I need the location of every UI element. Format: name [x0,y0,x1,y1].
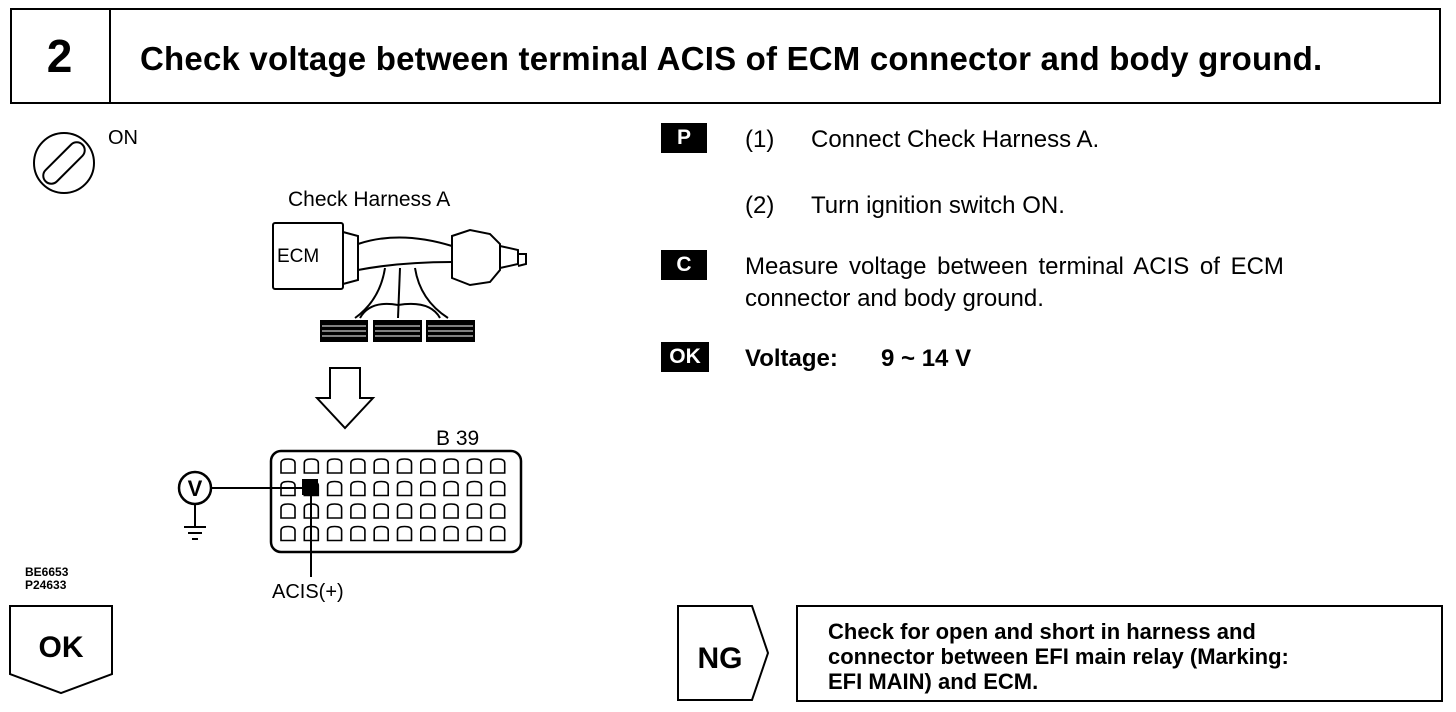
connector-pin [396,503,413,519]
connector-pin [373,525,389,542]
figure-code-1: BE6653 [25,565,69,579]
connector-pin [420,458,436,474]
acis-terminal [302,479,318,495]
connector-pin [350,503,366,519]
connector-pin [420,525,436,542]
step-2-text: Turn ignition switch ON. [811,192,1065,219]
connector-pin [280,503,296,519]
connector-pin [489,525,506,542]
connector-pin [396,525,413,542]
prep-tag: P [661,123,707,153]
connector-pin [466,480,483,497]
connector-pin [420,480,436,497]
harness-connectors [320,320,475,342]
ignition-on-label: ON [108,127,138,149]
down-arrow-icon [314,367,376,430]
ng-action-line-1: Check for open and short in harness and [828,619,1256,644]
voltmeter-icon: V [177,470,306,526]
connector-pins [280,458,506,542]
step-2-num: (2) [745,192,775,219]
check-tag: C [661,250,707,280]
ng-action-line-3: EFI MAIN) and ECM. [828,669,1039,694]
wiring-diagram: ON Check Harness A ECM B 39 V [33,127,527,603]
check-line-1: Measure voltage between terminal ACIS of… [745,253,1284,280]
connector-pin [443,525,459,542]
connector-pin [443,503,459,519]
ng-action-line-2: connector between EFI main relay (Markin… [828,644,1289,669]
connector-pin [420,503,436,519]
connector-pin [373,480,389,497]
terminal-label: ACIS(+) [272,581,344,603]
connector-pin [466,525,483,542]
connector-pin [443,480,459,497]
connector-pin [373,503,389,519]
connector-pin [396,458,413,474]
figure-code-2: P24633 [25,578,67,592]
ecm-connector-b39 [269,449,523,554]
step-1-text: Connect Check Harness A. [811,126,1100,153]
ng-action-box: Check for open and short in harness and … [796,605,1443,702]
check-line-2: connector and body ground. [745,285,1044,312]
harness-label: Check Harness A [288,188,450,211]
ok-result-box: OK [9,605,113,695]
connector-pin [303,458,320,474]
connector-pin [396,480,413,497]
connector-pin [326,503,343,519]
connector-pin [326,480,343,497]
connector-pin [280,525,296,542]
connector-pin [489,503,506,519]
connector-pin [350,525,366,542]
ignition-key-icon [33,132,95,194]
connector-pin [280,458,296,474]
ecm-label: ECM [277,246,319,267]
connector-pin [443,458,459,474]
connector-pin [326,525,343,542]
connector-pin [350,458,366,474]
ground-icon [184,526,206,540]
step-1-num: (1) [745,126,775,153]
connector-pin [489,458,506,474]
ng-result-box: NG [677,605,770,701]
connector-pin [466,458,483,474]
connector-pin [350,480,366,497]
connector-label: B 39 [436,427,479,450]
ng-result-label: NG [698,642,743,675]
connector-pin [489,480,506,497]
step-number: 2 [10,8,111,104]
connector-pin [326,458,343,474]
connector-pin [280,480,296,497]
spec-label: Voltage: [745,345,838,372]
spec-value: 9 ~ 14 V [881,345,972,372]
connector-pin [373,458,389,474]
step-title: Check voltage between terminal ACIS of E… [140,40,1323,77]
ok-result-label: OK [39,631,84,664]
meter-symbol: V [188,476,203,501]
step-header [10,8,1441,104]
ok-tag: OK [661,342,709,372]
check-harness-illustration [272,222,527,319]
connector-pin [466,503,483,519]
